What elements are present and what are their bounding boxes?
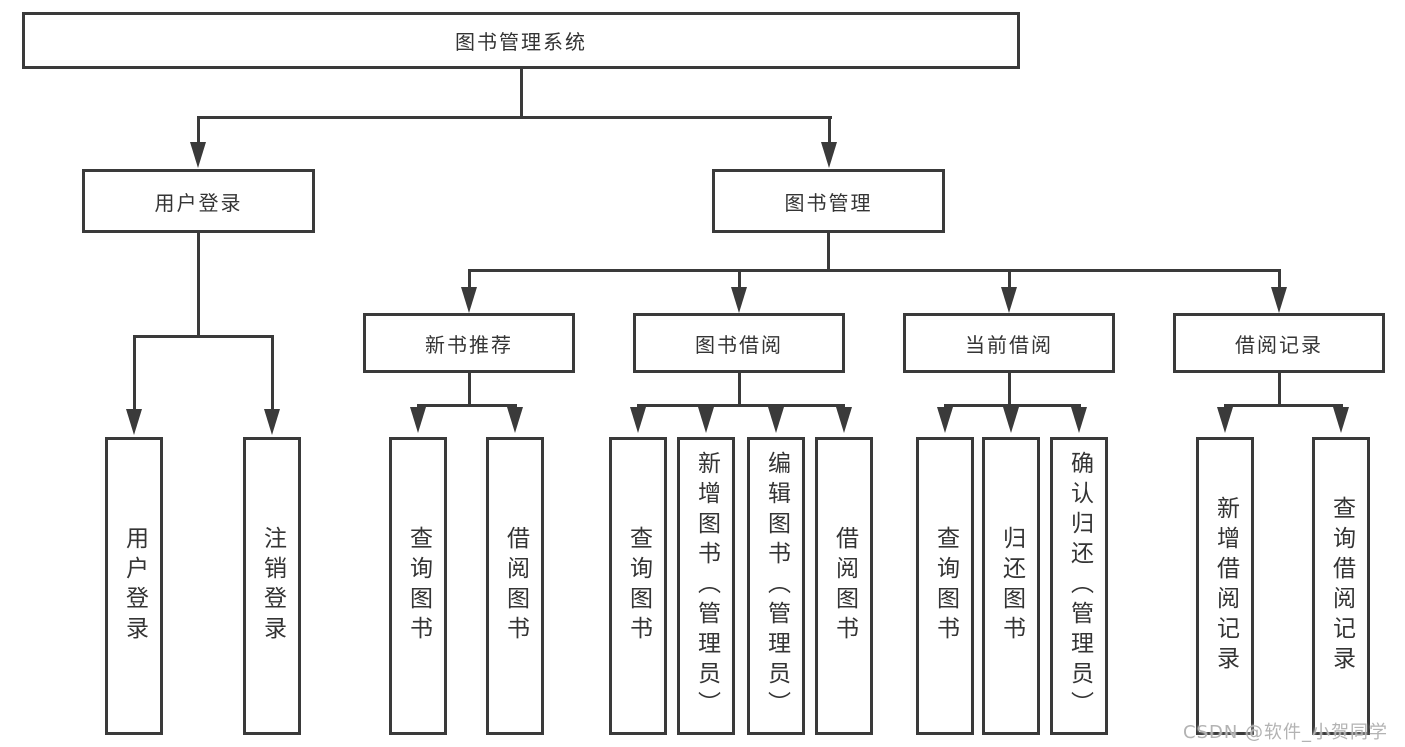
leaf-br-query-borrow-record: 查询借阅记录 bbox=[1312, 437, 1370, 735]
connector-line-v bbox=[520, 68, 523, 118]
leaf-nbr-query-books: 查询图书 bbox=[389, 437, 447, 735]
arrow-down-icon bbox=[630, 407, 646, 433]
leaf-cb-return-books: 归还图书 bbox=[982, 437, 1040, 735]
watermark-text: CSDN @软件_小贺同学 bbox=[1183, 722, 1389, 743]
node-book-borrowing: 图书借阅 bbox=[633, 313, 845, 373]
leaf-logout: 注销登录 bbox=[243, 437, 301, 735]
arrow-down-icon bbox=[461, 287, 477, 313]
connector-line-h bbox=[944, 404, 1081, 407]
arrow-down-icon bbox=[410, 407, 426, 433]
connector-line-v bbox=[827, 233, 830, 271]
arrow-down-icon bbox=[1333, 407, 1349, 433]
node-root: 图书管理系统 bbox=[22, 12, 1020, 69]
arrow-down-icon bbox=[126, 409, 142, 435]
connector-line-v bbox=[197, 233, 200, 337]
connector-line-v bbox=[738, 373, 741, 407]
arrow-down-icon bbox=[698, 407, 714, 433]
leaf-nbr-borrow-books: 借阅图书 bbox=[486, 437, 544, 735]
connector-line-h bbox=[468, 269, 1280, 272]
connector-line-h bbox=[1224, 404, 1343, 407]
connector-line-v bbox=[271, 335, 274, 411]
arrow-down-icon bbox=[264, 409, 280, 435]
leaf-cb-query-books: 查询图书 bbox=[916, 437, 974, 735]
leaf-bb-borrow-books: 借阅图书 bbox=[815, 437, 873, 735]
arrow-down-icon bbox=[1271, 287, 1287, 313]
connector-line-v bbox=[738, 269, 741, 289]
arrow-down-icon bbox=[731, 287, 747, 313]
leaf-bb-add-books-admin: 新增图书（管理员） bbox=[677, 437, 735, 735]
arrow-down-icon bbox=[836, 407, 852, 433]
arrow-down-icon bbox=[1003, 407, 1019, 433]
node-new-book-recommend: 新书推荐 bbox=[363, 313, 575, 373]
connector-line-h bbox=[197, 116, 832, 119]
arrow-down-icon bbox=[821, 142, 837, 168]
leaf-bb-query-books: 查询图书 bbox=[609, 437, 667, 735]
node-borrowing-records: 借阅记录 bbox=[1173, 313, 1385, 373]
arrow-down-icon bbox=[1071, 407, 1087, 433]
connector-line-v bbox=[1008, 373, 1011, 407]
connector-line-v bbox=[1278, 373, 1281, 407]
connector-line-h bbox=[133, 335, 273, 338]
connector-line-v bbox=[828, 116, 831, 144]
arrow-down-icon bbox=[1001, 287, 1017, 313]
node-user-login: 用户登录 bbox=[82, 169, 315, 233]
connector-line-v bbox=[1008, 269, 1011, 289]
arrow-down-icon bbox=[768, 407, 784, 433]
arrow-down-icon bbox=[937, 407, 953, 433]
node-book-management: 图书管理 bbox=[712, 169, 945, 233]
leaf-br-add-borrow-record: 新增借阅记录 bbox=[1196, 437, 1254, 735]
connector-line-h bbox=[637, 404, 845, 407]
arrow-down-icon bbox=[1217, 407, 1233, 433]
connector-line-v bbox=[197, 116, 200, 144]
leaf-cb-confirm-return-admin: 确认归还（管理员） bbox=[1050, 437, 1108, 735]
arrow-down-icon bbox=[507, 407, 523, 433]
connector-line-v bbox=[1278, 269, 1281, 289]
connector-line-v bbox=[468, 269, 471, 289]
connector-line-v bbox=[468, 373, 471, 407]
leaf-user-login: 用户登录 bbox=[105, 437, 163, 735]
connector-line-h bbox=[417, 404, 517, 407]
node-current-borrowing: 当前借阅 bbox=[903, 313, 1115, 373]
connector-line-v bbox=[133, 335, 136, 411]
arrow-down-icon bbox=[190, 142, 206, 168]
leaf-bb-edit-books-admin: 编辑图书（管理员） bbox=[747, 437, 805, 735]
